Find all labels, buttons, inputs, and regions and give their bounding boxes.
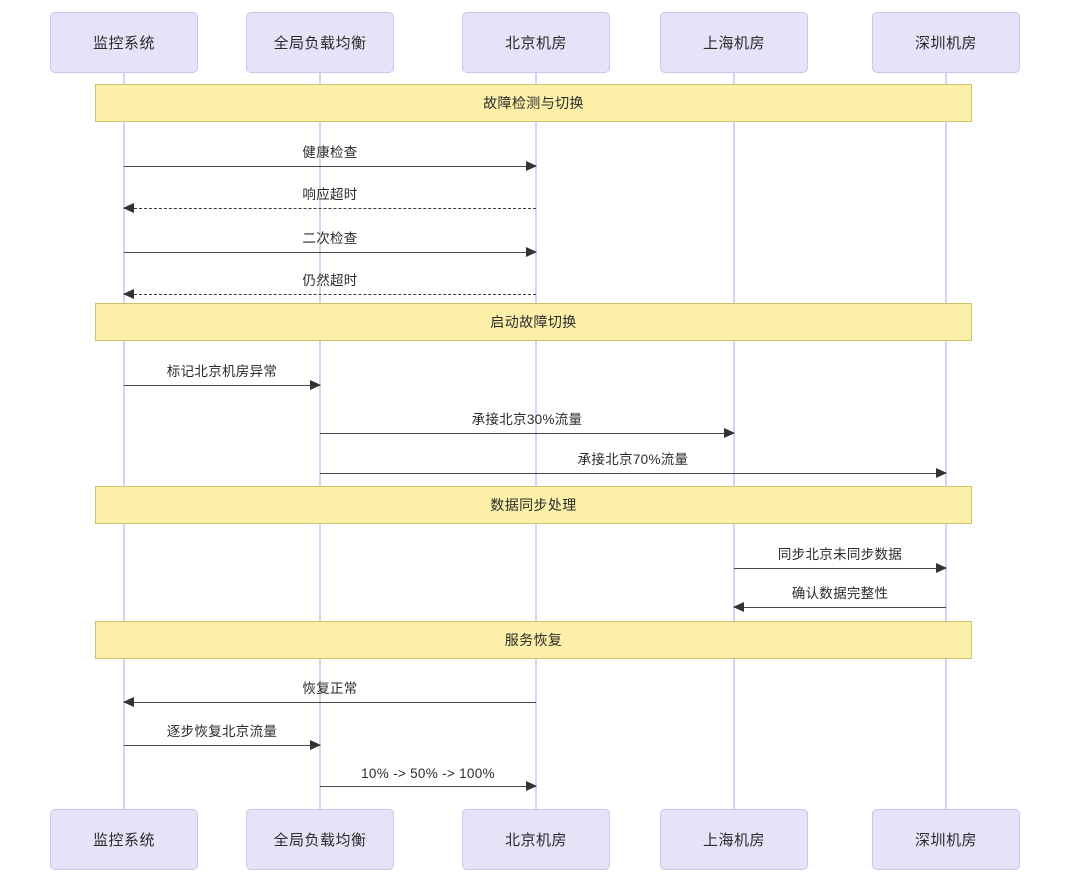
message-label: 10% -> 50% -> 100%: [361, 766, 495, 781]
participant-top-beijing[interactable]: 北京机房: [462, 12, 610, 73]
participant-top-shenzhen[interactable]: 深圳机房: [872, 12, 1020, 73]
message-line: [734, 568, 946, 569]
message-label: 响应超时: [302, 187, 358, 202]
section-label: 故障检测与切换: [483, 95, 584, 111]
participant-label: 上海机房: [702, 832, 765, 849]
message-m1: 健康检查: [124, 145, 537, 171]
participant-bottom-shenzhen[interactable]: 深圳机房: [872, 809, 1020, 870]
message-label: 健康检查: [302, 145, 358, 160]
message-line: [124, 385, 320, 386]
message-m6: 承接北京30%流量: [320, 412, 735, 438]
message-line: [124, 166, 536, 167]
message-m12: 10% -> 50% -> 100%: [320, 766, 537, 791]
message-label: 同步北京未同步数据: [777, 547, 903, 562]
participant-bottom-beijing[interactable]: 北京机房: [462, 809, 610, 870]
section-bar-sec-recovery: 服务恢复: [95, 621, 972, 659]
section-label: 数据同步处理: [490, 497, 577, 513]
message-label: 标记北京机房异常: [166, 364, 278, 379]
participant-label: 全局负载均衡: [273, 35, 367, 52]
arrowhead-left-icon: [123, 289, 134, 299]
participant-label: 北京机房: [504, 832, 567, 849]
participant-label: 深圳机房: [914, 832, 977, 849]
participant-top-gslb[interactable]: 全局负载均衡: [246, 12, 394, 73]
message-m5: 标记北京机房异常: [124, 364, 321, 390]
message-label: 承接北京70%流量: [577, 452, 689, 467]
message-line: [124, 702, 536, 703]
lifeline-gslb: [319, 73, 321, 809]
arrowhead-right-icon: [526, 781, 537, 791]
arrowhead-left-icon: [733, 602, 744, 612]
participant-label: 监控系统: [92, 832, 155, 849]
section-label: 服务恢复: [504, 632, 563, 648]
arrowhead-left-icon: [123, 697, 134, 707]
message-line: [124, 294, 536, 295]
lifeline-beijing: [535, 73, 537, 809]
message-line: [124, 252, 536, 253]
message-label: 二次检查: [302, 231, 358, 246]
lifeline-shanghai: [733, 73, 735, 809]
section-bar-sec-failover: 启动故障切换: [95, 303, 972, 341]
message-line: [320, 433, 734, 434]
message-label: 仍然超时: [302, 273, 358, 288]
participant-bottom-gslb[interactable]: 全局负载均衡: [246, 809, 394, 870]
message-m2: 响应超时: [123, 187, 536, 213]
message-line: [124, 745, 320, 746]
arrowhead-right-icon: [310, 380, 321, 390]
message-m3: 二次检查: [124, 231, 537, 257]
participant-label: 全局负载均衡: [273, 832, 367, 849]
message-line: [124, 208, 536, 209]
message-line: [320, 473, 946, 474]
message-label: 逐步恢复北京流量: [166, 724, 278, 739]
section-label: 启动故障切换: [490, 314, 577, 330]
participant-bottom-shanghai[interactable]: 上海机房: [660, 809, 808, 870]
message-label: 确认数据完整性: [791, 586, 889, 601]
message-label: 恢复正常: [302, 681, 358, 696]
message-m9: 确认数据完整性: [733, 586, 946, 612]
message-label: 承接北京30%流量: [471, 412, 583, 427]
participant-label: 上海机房: [702, 35, 765, 52]
message-line: [320, 786, 536, 787]
arrowhead-right-icon: [526, 161, 537, 171]
participant-label: 监控系统: [92, 35, 155, 52]
arrowhead-left-icon: [123, 203, 134, 213]
participant-bottom-monitor[interactable]: 监控系统: [50, 809, 198, 870]
arrowhead-right-icon: [310, 740, 321, 750]
participant-label: 深圳机房: [914, 35, 977, 52]
section-bar-sec-data-sync: 数据同步处理: [95, 486, 972, 524]
participant-top-shanghai[interactable]: 上海机房: [660, 12, 808, 73]
lifeline-shenzhen: [945, 73, 947, 809]
lifeline-monitor: [123, 73, 125, 809]
arrowhead-right-icon: [526, 247, 537, 257]
participant-top-monitor[interactable]: 监控系统: [50, 12, 198, 73]
message-m4: 仍然超时: [123, 273, 536, 299]
message-line: [734, 607, 946, 608]
participant-label: 北京机房: [504, 35, 567, 52]
arrowhead-right-icon: [936, 468, 947, 478]
arrowhead-right-icon: [936, 563, 947, 573]
arrowhead-right-icon: [724, 428, 735, 438]
message-m10: 恢复正常: [123, 681, 536, 707]
message-m7: 承接北京70%流量: [320, 452, 947, 478]
message-m11: 逐步恢复北京流量: [124, 724, 321, 750]
section-bar-sec-fault-detect: 故障检测与切换: [95, 84, 972, 122]
message-m8: 同步北京未同步数据: [734, 547, 947, 573]
